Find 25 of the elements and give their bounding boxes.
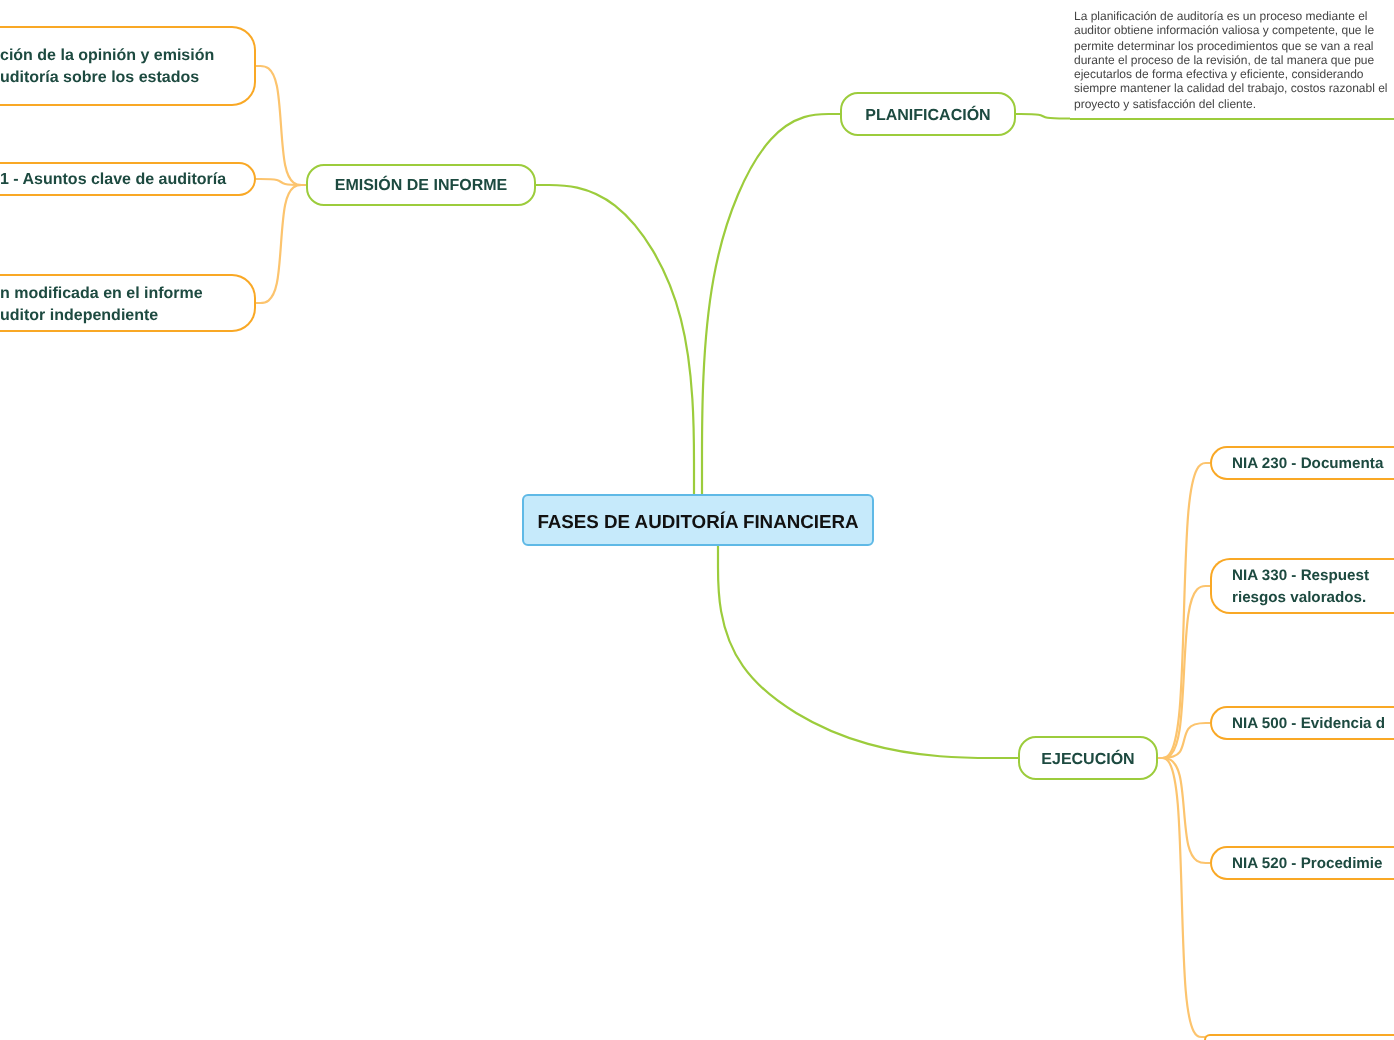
topic-label: EJECUCIÓN <box>1041 749 1135 767</box>
subtopic-label: 1 - Asuntos clave de auditoría <box>0 168 227 190</box>
connector-line <box>716 546 1018 760</box>
subtopic-box <box>1210 846 1394 880</box>
topic-label: EMISIÓN DE INFORME <box>334 176 508 194</box>
subtopic-box <box>1204 1034 1394 1040</box>
topic-label: PLANIFICACIÓN <box>865 105 991 123</box>
subtopic-box <box>0 162 256 196</box>
subtopic-box <box>1210 446 1394 480</box>
subtopic-box <box>1210 558 1394 614</box>
connector-line <box>1158 756 1206 1039</box>
subtopic-box <box>0 26 256 106</box>
central-topic-box <box>522 494 874 546</box>
subtopic-label: ción de la opinión y emisión uditoría sobre los estados <box>0 44 217 88</box>
subtopic-box <box>1210 706 1394 740</box>
subtopic-label: n modificada en el informe uditor independiente <box>0 281 205 325</box>
topic-box <box>306 164 536 206</box>
topic-box <box>840 92 1016 136</box>
subtopic-box <box>0 274 256 332</box>
topic-box <box>1018 736 1158 780</box>
connector-line <box>1016 112 1070 120</box>
central-topic-label: FASES DE AUDITORÍA FINANCIERA <box>537 509 859 531</box>
connector-line <box>700 112 840 494</box>
connector-line <box>256 183 306 305</box>
connector-line <box>536 183 696 494</box>
